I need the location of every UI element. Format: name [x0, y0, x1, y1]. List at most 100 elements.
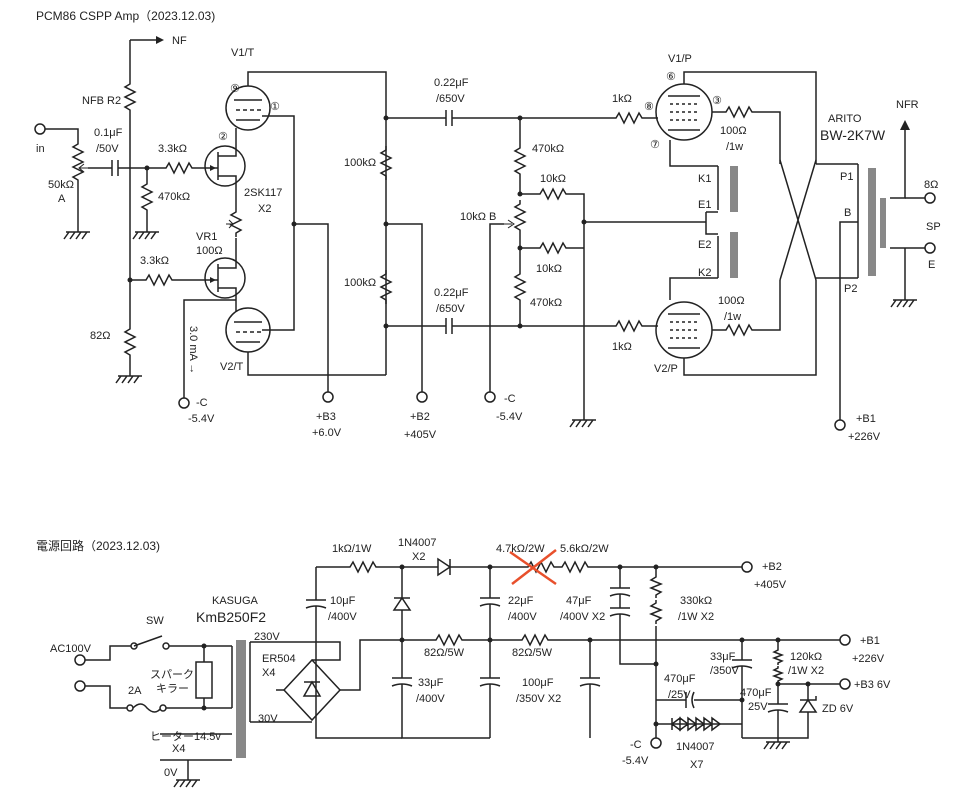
r-gate2-resistor	[140, 180, 154, 214]
label-in: in	[36, 143, 45, 155]
label-c-c1: 0.22μF	[434, 77, 469, 89]
pot-10k-b[interactable]	[513, 200, 527, 234]
b2-terminal[interactable]	[416, 391, 428, 403]
cross-wiring	[779, 159, 817, 281]
v1p-tube	[655, 83, 713, 141]
label-e: E	[928, 259, 935, 271]
label-pin7: ⑦	[650, 139, 660, 151]
label-vr1-v: 100Ω	[196, 245, 223, 257]
label-heater-x: X4	[172, 743, 185, 755]
vr1-resistor[interactable]	[229, 208, 243, 237]
removed-cross-mark	[509, 549, 557, 586]
r82-resistor	[123, 325, 137, 359]
label-d1n-x: X2	[412, 551, 425, 563]
label-sw: SW	[146, 615, 164, 627]
label-c100u-v: /350V X2	[516, 693, 561, 705]
volume-pot[interactable]	[71, 140, 85, 184]
sp-e-terminal[interactable]	[924, 242, 936, 254]
opt-core-secondary	[880, 198, 886, 248]
ground-icon	[173, 779, 200, 788]
label-er504-x: X4	[262, 667, 275, 679]
ground-icon	[763, 741, 790, 750]
b3-terminal[interactable]	[322, 391, 334, 403]
label-r10k-1: 10kΩ	[540, 173, 566, 185]
label-c33u-v: /400V	[416, 693, 445, 705]
label-b1: +B1	[856, 413, 876, 425]
label-r-g1: 3.3kΩ	[158, 143, 187, 155]
nf-arrow	[130, 36, 164, 44]
r82-5w-lower	[518, 633, 552, 647]
label-c470u2: 470μF	[740, 687, 772, 699]
label-c33u: 33μF	[418, 677, 444, 689]
negc1-terminal[interactable]	[178, 397, 190, 409]
sp-8ohm-terminal[interactable]	[924, 192, 936, 204]
label-psu-b1: +B1	[860, 635, 880, 647]
label-r100k-1: 100kΩ	[344, 157, 376, 169]
cathode-trans-core-upper	[730, 166, 738, 212]
label-c10u-v: /400V	[328, 611, 357, 623]
label-c-c1-v: /650V	[436, 93, 465, 105]
label-pin8: ⑧	[644, 101, 654, 113]
ground-icon	[115, 375, 142, 384]
label-vol-a: A	[58, 193, 66, 205]
label-pin2: ②	[218, 131, 228, 143]
ground-icon	[132, 231, 159, 240]
r-gate1-resistor	[162, 161, 196, 175]
label-v230: 230V	[254, 631, 280, 643]
label-k1: K1	[698, 173, 711, 185]
label-c-c2: 0.22μF	[434, 287, 469, 299]
label-b1-v: +226V	[848, 431, 881, 443]
nfr-arrow	[900, 120, 910, 130]
r100k-upper-resistor	[379, 146, 393, 180]
label-c22u: 22μF	[508, 595, 534, 607]
label-psu-b2: +B2	[762, 561, 782, 573]
label-nf: NF	[172, 35, 187, 47]
label-r100k-2: 100kΩ	[344, 277, 376, 289]
r330k-upper	[648, 574, 664, 598]
coupling-cap-lower	[445, 318, 453, 334]
b1-terminal[interactable]	[834, 419, 846, 431]
label-c33u2-v: /350V	[710, 665, 739, 677]
label-b2: +B2	[410, 411, 430, 423]
label-c10u: 10μF	[330, 595, 356, 607]
r1k-grid-lower	[612, 319, 646, 333]
label-b2-v: +405V	[404, 429, 437, 441]
label-82: 82Ω	[90, 330, 110, 342]
cap-470u-a	[685, 691, 695, 709]
label-r120k-v: /1W X2	[788, 665, 824, 677]
label-ma: 3.0 mA →	[187, 326, 199, 374]
label-d7: 1N4007	[676, 741, 715, 753]
psu-b3-terminal[interactable]	[839, 678, 851, 690]
label-c22u-v: /400V	[508, 611, 537, 623]
label-c470u-v: /25V	[668, 689, 691, 701]
ac-terminal-2[interactable]	[74, 680, 86, 692]
label-r1k-1: 1kΩ	[612, 93, 632, 105]
label-spark1: スパーク	[150, 668, 194, 681]
label-k2: K2	[698, 267, 711, 279]
label-sp: SP	[926, 221, 941, 233]
spark-killer	[195, 661, 213, 699]
label-v1p: V1/P	[668, 53, 692, 65]
label-r100-2v: /1w	[724, 311, 741, 323]
label-v2p: V2/P	[654, 363, 678, 375]
label-ac: AC100V	[50, 643, 92, 655]
fet1-symbol	[204, 145, 246, 187]
psu-b1-terminal[interactable]	[839, 634, 851, 646]
psu-b2-terminal[interactable]	[741, 561, 753, 573]
power-switch[interactable]	[133, 635, 163, 647]
label-r1k-2: 1kΩ	[612, 341, 632, 353]
ac-terminal-1[interactable]	[74, 654, 86, 666]
psu-negc-terminal[interactable]	[650, 737, 662, 749]
diode-1n4007-a	[392, 596, 412, 611]
label-b3: +B3	[316, 411, 336, 423]
label-trans: KmB250F2	[196, 609, 266, 625]
fuse	[132, 703, 162, 713]
negc2-terminal[interactable]	[484, 391, 496, 403]
r5k6-resistor	[558, 560, 592, 574]
cathode-trans-core-lower	[730, 232, 738, 278]
label-d1n: 1N4007	[398, 537, 437, 549]
label-b: B	[844, 207, 851, 219]
label-c470u: 470μF	[664, 673, 696, 685]
label-c47u-v: /400V X2	[560, 611, 605, 623]
input-terminal[interactable]	[34, 123, 46, 135]
